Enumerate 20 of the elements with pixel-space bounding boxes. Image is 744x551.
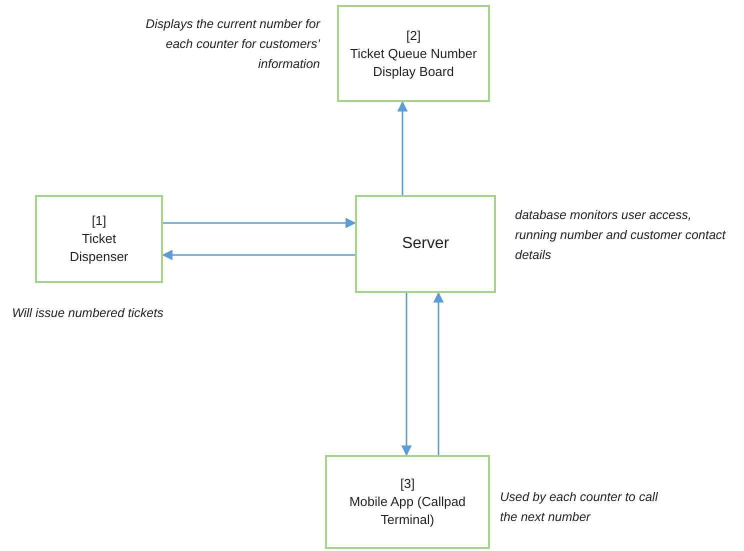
- arrow: [162, 250, 355, 260]
- arrow: [163, 218, 356, 228]
- node-label: Ticket Queue Number Display Board: [349, 44, 478, 80]
- node-number: [1]: [92, 212, 106, 230]
- node-label: Mobile App (Callpad Terminal): [348, 493, 467, 529]
- node-number: [3]: [400, 475, 415, 493]
- arrow: [433, 292, 444, 455]
- process-box: [355, 195, 496, 293]
- process-box: [337, 5, 490, 102]
- annotation-note: database monitors user access, running number and customer contact details: [515, 207, 727, 264]
- arrow: [397, 100, 408, 195]
- annotation-note: Used by each counter to call the next number: [500, 489, 659, 526]
- arrow: [401, 293, 412, 456]
- process-box: [35, 195, 163, 283]
- annotation-note: Will issue numbered tickets: [12, 305, 164, 322]
- node-label: Server: [402, 234, 450, 254]
- node-number: [2]: [406, 26, 421, 44]
- process-box: [325, 455, 490, 549]
- annotation-note: Displays the current number for each counter for customers’ information: [144, 16, 320, 73]
- node-label: Ticket Dispenser: [68, 230, 130, 266]
